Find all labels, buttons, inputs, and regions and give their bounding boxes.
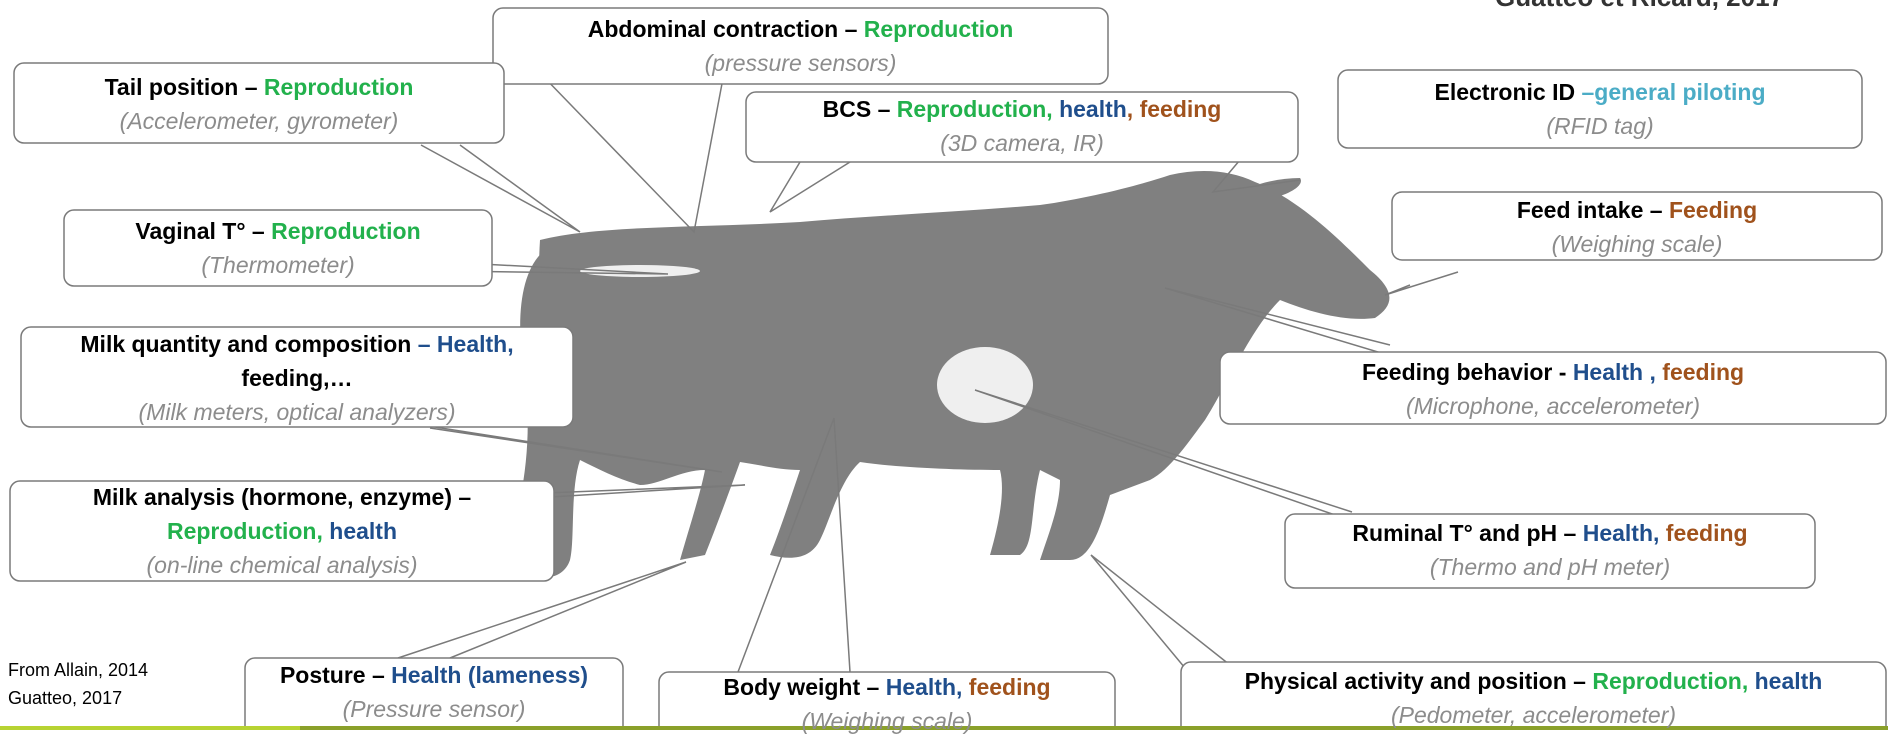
callout-body-weight: Body weight – Health, feeding (Weighing … <box>659 670 1115 738</box>
callout-physical-activity: Physical activity and position – Reprodu… <box>1181 664 1886 732</box>
callout-posture: Posture – Health (lameness) (Pressure se… <box>245 658 623 726</box>
footer-bar-green <box>0 726 300 730</box>
callout-feed-intake: Feed intake – Feeding (Weighing scale) <box>1392 193 1882 261</box>
rumen-sensor-spot <box>937 347 1033 423</box>
credit-line-1: From Allain, 2014 <box>8 656 148 684</box>
callout-milk-quantity: Milk quantity and composition – Health, … <box>21 327 573 429</box>
vaginal-sensor-spot <box>580 265 700 277</box>
citation-top-right: Guatteo et Ricard, 2017 <box>1495 0 1784 13</box>
callout-electronic-id: Electronic ID –general piloting (RFID ta… <box>1338 75 1862 143</box>
callout-bcs: BCS – Reproduction, health, feeding (3D … <box>746 92 1298 160</box>
source-credit: From Allain, 2014 Guatteo, 2017 <box>8 656 148 712</box>
callout-vaginal: Vaginal T° – Reproduction (Thermometer) <box>64 214 492 282</box>
callout-feeding-behavior: Feeding behavior - Health , feeding (Mic… <box>1220 355 1886 423</box>
callout-tail: Tail position – Reproduction (Accelerome… <box>14 70 504 138</box>
credit-line-2: Guatteo, 2017 <box>8 684 148 712</box>
callout-milk-analysis: Milk analysis (hormone, enzyme) – Reprod… <box>10 480 554 582</box>
callout-abdominal: Abdominal contraction – Reproduction (pr… <box>493 12 1108 80</box>
callout-ruminal: Ruminal T° and pH – Health, feeding (The… <box>1285 516 1815 584</box>
